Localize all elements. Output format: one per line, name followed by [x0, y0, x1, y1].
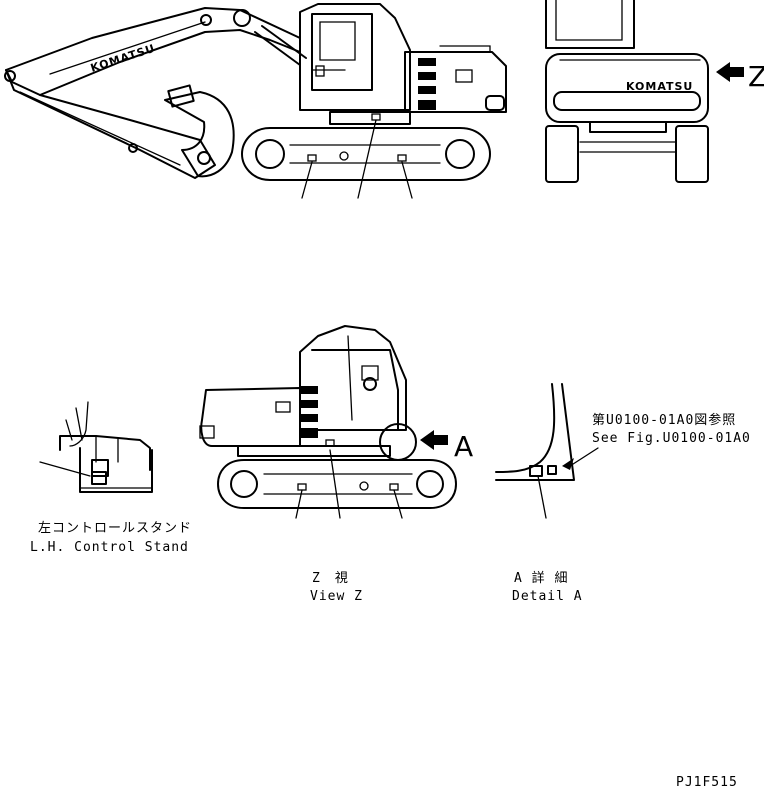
view-z-marker: Z — [748, 60, 764, 93]
excavator-rear-view: KOMATSU Z — [545, 0, 764, 183]
rear-logo: KOMATSU — [626, 80, 693, 93]
detail-a-arrow-icon — [420, 430, 448, 450]
excavator-view-z: A — [199, 325, 473, 519]
lh-stand-label-jp: 左コントロールスタンド — [38, 521, 192, 536]
drawing-code: PJ1F515 — [676, 775, 738, 788]
view-z-label-en: View Z — [310, 589, 363, 604]
detail-a-label-en: Detail A — [512, 589, 583, 604]
control-stand-view — [39, 401, 153, 493]
view-z-label-jp: Z 視 — [312, 571, 349, 586]
detail-a-label-jp: A 詳 細 — [514, 570, 568, 586]
lh-stand-label-en: L.H. Control Stand — [30, 540, 189, 555]
see-fig-label-en: See Fig.U0100-01A0 — [592, 431, 751, 446]
detail-a-marker: A — [454, 430, 473, 463]
see-fig-label-jp: 第U0100-01A0図参照 — [592, 412, 736, 428]
excavator-side-view: KOMATSU — [4, 3, 507, 199]
view-z-arrow-icon — [716, 62, 744, 82]
detail-a-view — [495, 383, 599, 519]
boom-logo: KOMATSU — [89, 42, 157, 75]
